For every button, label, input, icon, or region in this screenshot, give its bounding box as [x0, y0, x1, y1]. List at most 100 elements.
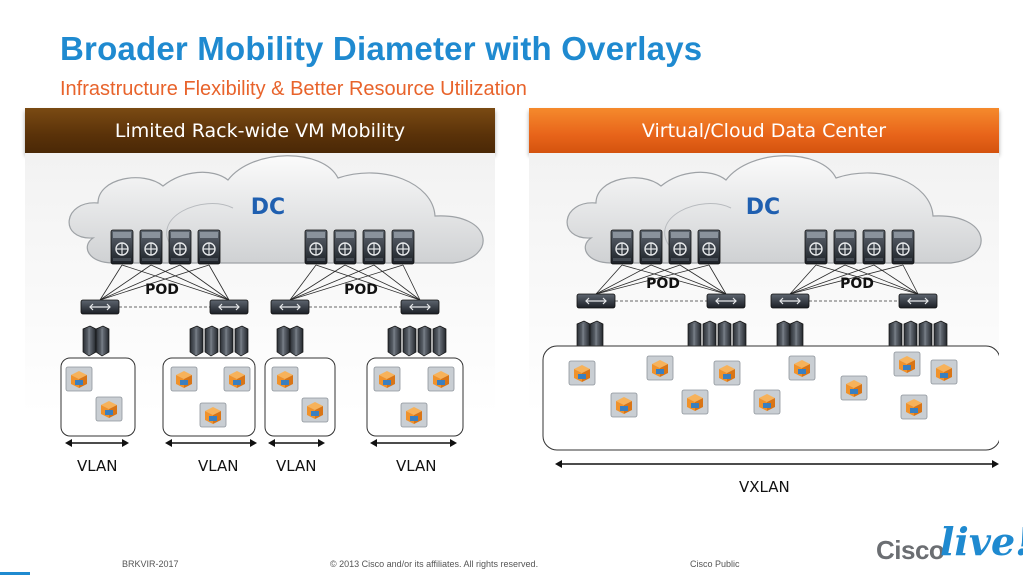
link-line [150, 264, 230, 301]
footer-classification: Cisco Public [690, 559, 740, 569]
server-icon [82, 325, 97, 357]
cloud-label: DC [251, 195, 285, 220]
footer-copyright: © 2013 Cisco and/or its affiliates. All … [330, 559, 539, 569]
link-line [289, 264, 375, 301]
link-line [315, 264, 421, 301]
virtual-machine-icon [893, 351, 921, 377]
link-line [373, 264, 421, 301]
cloud-label: DC [746, 195, 780, 220]
link-line [902, 264, 919, 295]
server-icon [234, 325, 249, 357]
server-icon [204, 325, 219, 357]
footer-session-id: BRKVIR-2017 [122, 559, 179, 569]
slide-title: Broader Mobility Diameter with Overlays [60, 30, 703, 67]
diagram-right: DC POD POD [542, 155, 999, 468]
link-line [289, 264, 404, 301]
core-switch-icon [804, 229, 828, 265]
segment-label: VLAN [276, 457, 317, 475]
server-icon [189, 325, 204, 357]
segment-label: VXLAN [739, 478, 790, 496]
link-line [789, 264, 846, 295]
virtual-machine-icon [400, 402, 428, 428]
link-line [789, 264, 875, 295]
core-switch-icon [697, 229, 721, 265]
core-switch-icon [833, 229, 857, 265]
double-arrow-icon [268, 439, 325, 447]
panel-header-right: Virtual/Cloud Data Center [529, 108, 999, 153]
access-switch-icon [80, 299, 120, 315]
virtual-machine-icon [840, 375, 868, 401]
virtual-machine-icon [95, 396, 123, 422]
segment-label: VLAN [396, 457, 437, 475]
server-icon [417, 325, 432, 357]
link-line [595, 264, 710, 295]
access-switch-icon [706, 293, 746, 309]
virtual-machine-icon [930, 359, 958, 385]
virtual-machine-icon [753, 389, 781, 415]
logo-brand: Cisco [876, 535, 945, 565]
segment-label: VLAN [198, 457, 239, 475]
link-line [708, 264, 727, 295]
double-arrow-icon [165, 439, 257, 447]
bottom-accent-bar [0, 572, 30, 575]
link-line [595, 264, 623, 295]
core-switch-icon [304, 229, 328, 265]
virtual-machine-icon [223, 366, 251, 392]
double-arrow-icon [65, 439, 129, 447]
link-line [289, 264, 346, 301]
panel-header-left: Limited Rack-wide VM Mobility [25, 108, 495, 153]
virtual-machine-icon [681, 389, 709, 415]
logo-event: live! [940, 519, 1023, 564]
core-switch-icon [891, 229, 915, 265]
core-switch-icon [362, 229, 386, 265]
link-line [789, 264, 904, 295]
core-switch-icon [668, 229, 692, 265]
access-switch-icon [270, 299, 310, 315]
access-switch-icon [400, 299, 440, 315]
virtual-machine-icon [900, 394, 928, 420]
link-line [595, 264, 681, 295]
server-icon [432, 325, 447, 357]
panel-limited-mobility: Limited Rack-wide VM Mobility DC POD POD V… [25, 108, 495, 480]
virtual-machine-icon [788, 355, 816, 381]
link-line [344, 264, 421, 301]
slide-subtitle: Infrastructure Flexibility & Better Reso… [60, 78, 527, 100]
link-line [815, 264, 919, 295]
link-line [679, 264, 727, 295]
link-line [99, 264, 181, 301]
virtual-machine-icon [610, 392, 638, 418]
virtual-machine-icon [646, 355, 674, 381]
pod-label: POD [145, 282, 179, 298]
server-icon [276, 325, 291, 357]
virtual-machine-icon [271, 366, 299, 392]
link-line [844, 264, 919, 295]
pod-label: POD [646, 276, 680, 292]
segment-label: VLAN [77, 457, 118, 475]
link-line [789, 264, 817, 295]
link-line [650, 264, 727, 295]
access-switch-icon [898, 293, 938, 309]
link-line [179, 264, 230, 301]
core-switch-icon [862, 229, 886, 265]
link-line [99, 264, 210, 301]
link-line [121, 264, 230, 301]
virtual-machine-icon [301, 397, 329, 423]
pod-label: POD [344, 282, 378, 298]
link-line [595, 264, 652, 295]
double-arrow-icon [555, 460, 999, 468]
pod-label: POD [840, 276, 874, 292]
core-switch-icon [197, 229, 221, 265]
virtual-machine-icon [568, 360, 596, 386]
link-line [873, 264, 919, 295]
server-icon [387, 325, 402, 357]
core-switch-icon [139, 229, 163, 265]
server-icon [219, 325, 234, 357]
server-icon [402, 325, 417, 357]
access-switch-icon [770, 293, 810, 309]
link-line [402, 264, 421, 301]
core-switch-icon [168, 229, 192, 265]
virtual-machine-icon [427, 366, 455, 392]
core-switch-icon [391, 229, 415, 265]
server-icon [289, 325, 304, 357]
access-switch-icon [576, 293, 616, 309]
